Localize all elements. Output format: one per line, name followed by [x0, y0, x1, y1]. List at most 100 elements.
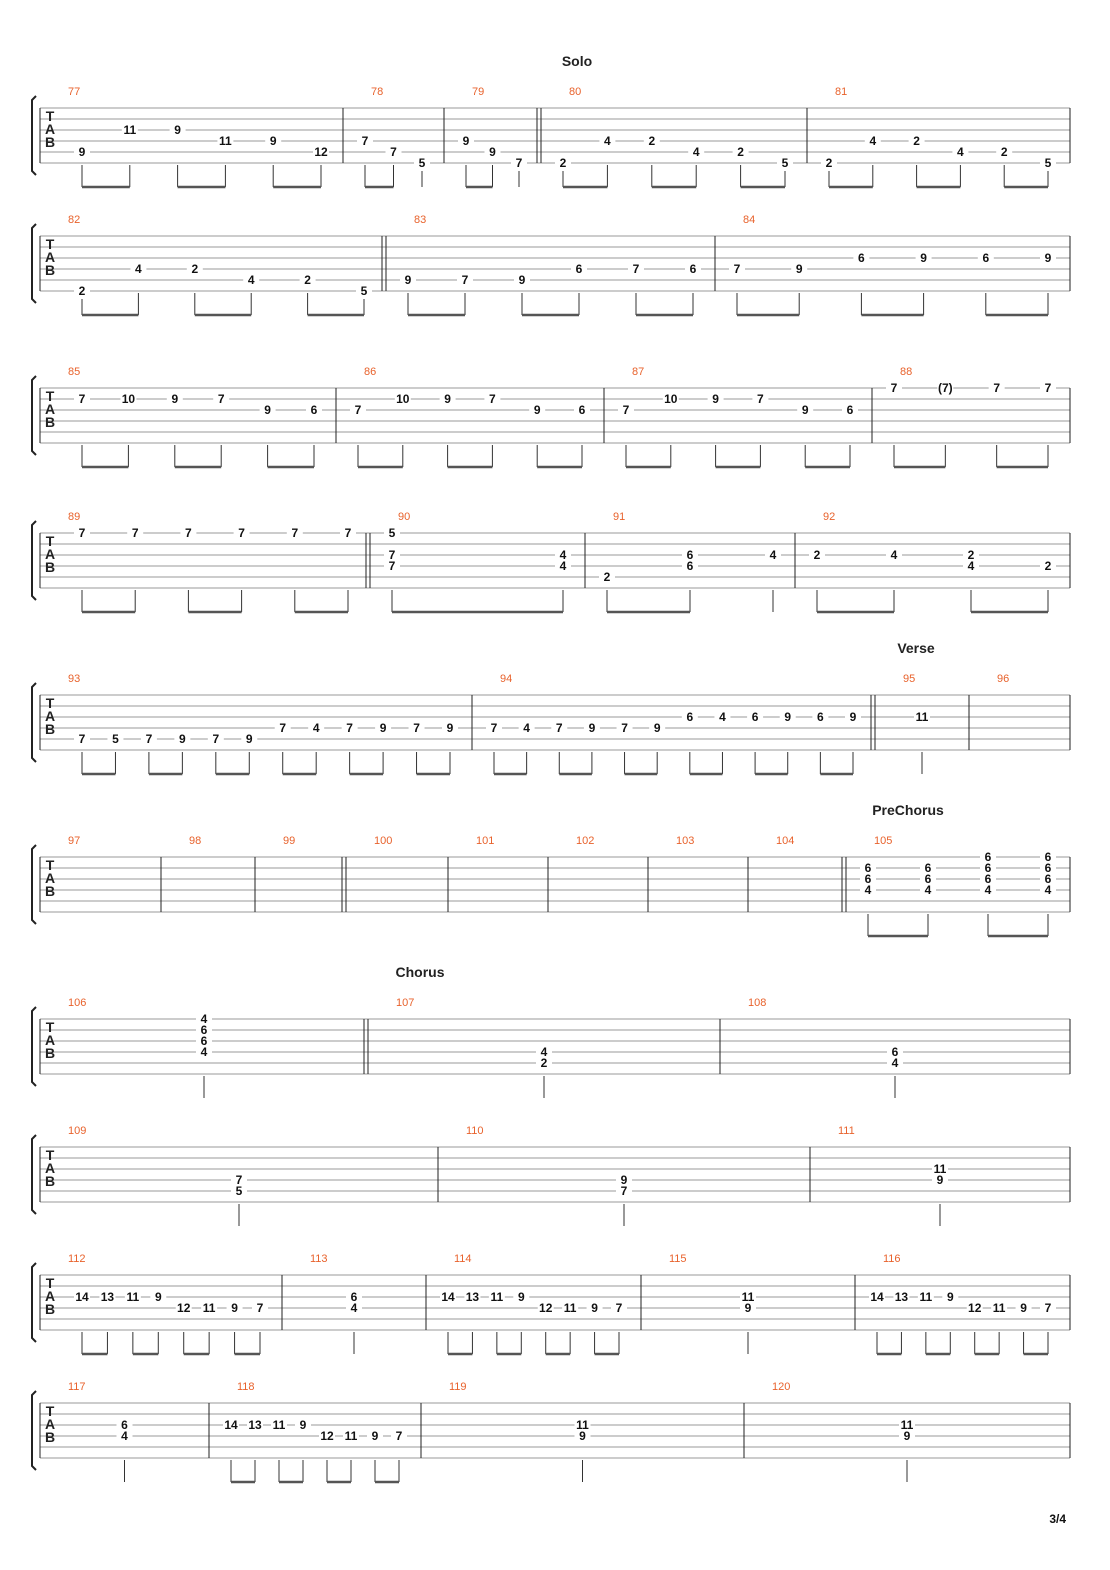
fret-number: 2 — [826, 156, 833, 170]
system-bracket — [31, 520, 37, 601]
fret-mask — [845, 711, 861, 723]
fret-number: 7 — [1045, 381, 1052, 395]
fret-number: 7 — [489, 392, 496, 406]
fret-mask — [186, 263, 203, 275]
fret-mask — [821, 157, 837, 169]
tab-clef-letter: A — [45, 1032, 55, 1048]
fret-number: 7 — [616, 1301, 623, 1315]
fret-mask — [977, 252, 994, 264]
fret-number: 4 — [770, 548, 777, 562]
fret-number: 7 — [79, 526, 86, 540]
fret-mask — [241, 733, 258, 745]
system-bracket — [31, 1134, 37, 1215]
measure-number: 112 — [68, 1253, 86, 1265]
fret-mask — [920, 884, 936, 896]
fret-mask — [681, 711, 698, 723]
fret-number: 10 — [122, 392, 136, 406]
fret-number: 9 — [937, 1173, 944, 1187]
fret-number: 6 — [576, 262, 583, 276]
fret-number: 9 — [796, 262, 803, 276]
fret-mask — [356, 285, 372, 297]
fret-mask — [458, 135, 474, 147]
fret-number: 12 — [968, 1301, 982, 1315]
fret-number: 13 — [466, 1290, 480, 1304]
measure-number: 81 — [835, 86, 847, 98]
fret-number: 7 — [462, 273, 469, 287]
measure-number: 107 — [396, 997, 414, 1009]
fret-number: 4 — [313, 721, 320, 735]
fret-number: 9 — [784, 710, 791, 724]
fret-number: 6 — [201, 1023, 208, 1037]
measure-number: 82 — [68, 214, 80, 226]
fret-mask — [599, 135, 616, 147]
fret-number: 14 — [75, 1290, 89, 1304]
fret-number: 5 — [389, 526, 396, 540]
fret-number: 7 — [291, 526, 298, 540]
system-bracket — [31, 375, 37, 456]
fret-number: 11 — [993, 1301, 1006, 1315]
fret-mask — [375, 722, 392, 734]
fret-number: 5 — [361, 284, 368, 298]
tab-clef-letter: A — [45, 1288, 55, 1304]
fret-mask — [231, 1174, 247, 1186]
measure-number: 99 — [283, 835, 295, 847]
tab-clef-letter: T — [46, 695, 55, 711]
fret-number: 9 — [518, 1290, 525, 1304]
fret-number: 11 — [127, 1290, 140, 1304]
fret-number: 10 — [664, 392, 678, 406]
tab-clef-letter: A — [45, 401, 55, 417]
fret-number: 9 — [463, 134, 470, 148]
fret-mask — [747, 711, 764, 723]
system-bracket — [31, 1262, 37, 1343]
fret-mask — [223, 1419, 239, 1431]
measure-number: 120 — [772, 1381, 790, 1393]
fret-number: 7 — [516, 156, 523, 170]
fret-mask — [213, 393, 230, 405]
fret-mask — [536, 1046, 552, 1058]
tab-clef-letter: T — [46, 857, 55, 873]
fret-mask — [616, 722, 633, 734]
fret-number: 9 — [179, 732, 186, 746]
fret-number: 7 — [413, 721, 420, 735]
fret-number: 9 — [802, 403, 809, 417]
fret-mask — [682, 549, 698, 561]
tab-clef-letter: B — [45, 1429, 55, 1445]
fret-mask — [400, 274, 416, 286]
measure-number: 80 — [569, 86, 581, 98]
fret-number: 2 — [968, 548, 975, 562]
fret-mask — [937, 382, 954, 394]
fret-mask — [99, 1291, 116, 1303]
fret-mask — [963, 549, 979, 561]
measure-number: 77 — [68, 86, 80, 98]
measure-number: 98 — [189, 835, 201, 847]
fret-number: 7 — [757, 392, 764, 406]
fret-number: 7 — [279, 721, 286, 735]
fret-number: 6 — [1045, 850, 1052, 864]
fret-number: 4 — [891, 548, 898, 562]
fret-mask — [121, 124, 138, 136]
fret-mask — [555, 549, 571, 561]
fret-number: 9 — [171, 392, 178, 406]
fret-mask — [812, 711, 829, 723]
fret-mask — [952, 146, 969, 158]
fret-mask — [488, 1291, 505, 1303]
fret-mask — [714, 711, 731, 723]
fret-mask — [464, 1291, 481, 1303]
tab-clef-letter: T — [46, 388, 55, 404]
fret-mask — [853, 252, 870, 264]
fret-mask — [586, 1302, 603, 1314]
fret-number: 4 — [201, 1045, 208, 1059]
fret-mask — [537, 1302, 554, 1314]
tab-clef-letter: A — [45, 249, 55, 265]
fret-number: 6 — [311, 403, 318, 417]
fret-mask — [231, 1185, 247, 1197]
fret-mask — [120, 393, 137, 405]
fret-mask — [243, 274, 260, 286]
fret-number: 7 — [621, 1184, 628, 1198]
fret-mask — [486, 722, 502, 734]
tab-clef-letter: A — [45, 870, 55, 886]
fret-mask — [196, 1024, 212, 1036]
fret-number: 14 — [224, 1418, 238, 1432]
